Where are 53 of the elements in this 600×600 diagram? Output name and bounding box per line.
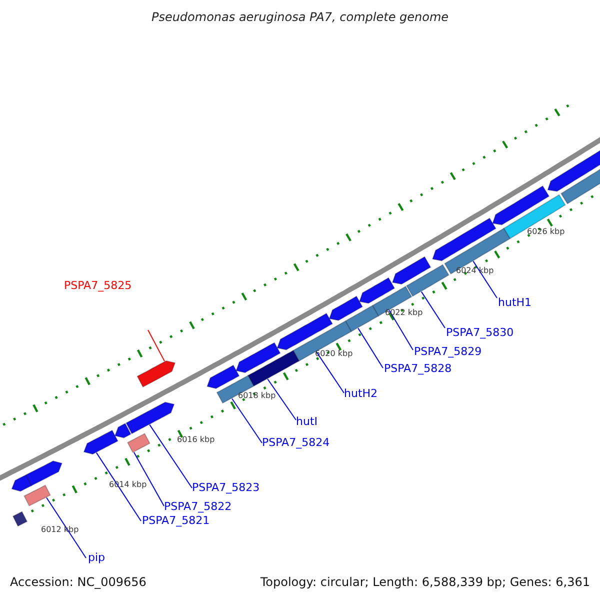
gene-bar [12, 511, 28, 527]
gene-bar [276, 312, 334, 350]
tick-label: 6018 kbp [238, 392, 276, 400]
genome-stats-text: Topology: circular; Length: 6,588,339 bp; Genes: 6,361 [260, 576, 590, 588]
gene-bar [492, 185, 550, 226]
gene-bar [503, 194, 566, 240]
leader-line [149, 424, 192, 488]
gene-bar [83, 430, 118, 455]
leader-line [46, 497, 86, 558]
gene-label: pip [88, 552, 106, 563]
gene-label: hutH1 [498, 297, 532, 308]
leader-line [267, 378, 296, 420]
gene-label: PSPA7_5821 [142, 515, 210, 526]
gene-bar [25, 460, 63, 486]
gene-bar [328, 296, 364, 321]
gene-label: PSPA7_5830 [446, 327, 514, 338]
gene-bar [126, 402, 175, 434]
leader-line [472, 260, 498, 298]
tick-label: 6024 kbp [456, 267, 494, 275]
gene-bar [406, 264, 450, 297]
gene-bar [11, 474, 32, 492]
gene-label: PSPA7_5822 [164, 501, 232, 512]
tick-label: 6026 kbp [527, 228, 565, 236]
leader-line [316, 351, 344, 394]
gene-bar [126, 432, 150, 453]
gene-label: PSPA7_5828 [384, 363, 452, 374]
gene-bar [247, 350, 300, 386]
accession-text: Accession: NC_009656 [10, 576, 146, 588]
leader-line [358, 328, 384, 368]
title: Pseudomonas aeruginosa PA7, complete genome [150, 11, 450, 23]
gene-bar [292, 320, 352, 362]
leader-line [133, 452, 164, 506]
gene-bar [358, 277, 396, 304]
gene-label: PSPA7_5825 [64, 280, 132, 291]
gene-bar [432, 218, 496, 262]
gene-bar [136, 360, 176, 388]
gene-label: hutI [296, 416, 318, 427]
leader-line [148, 330, 165, 362]
gene-bar [24, 484, 51, 506]
gene-bar [236, 342, 281, 374]
gene-label: hutH2 [344, 388, 378, 399]
leader-line [420, 291, 446, 328]
gene-bar [344, 305, 380, 332]
gene-bar [392, 256, 432, 285]
leader-line [232, 398, 262, 444]
leader-line [96, 452, 142, 522]
gene-bar [206, 364, 240, 390]
gene-label: PSPA7_5829 [414, 346, 482, 357]
gene-bar [444, 228, 511, 275]
gene-bar [114, 422, 132, 438]
tick-label: 6016 kbp [177, 436, 215, 444]
gene-label: PSPA7_5824 [262, 437, 330, 448]
gene-label: PSPA7_5823 [192, 482, 260, 493]
